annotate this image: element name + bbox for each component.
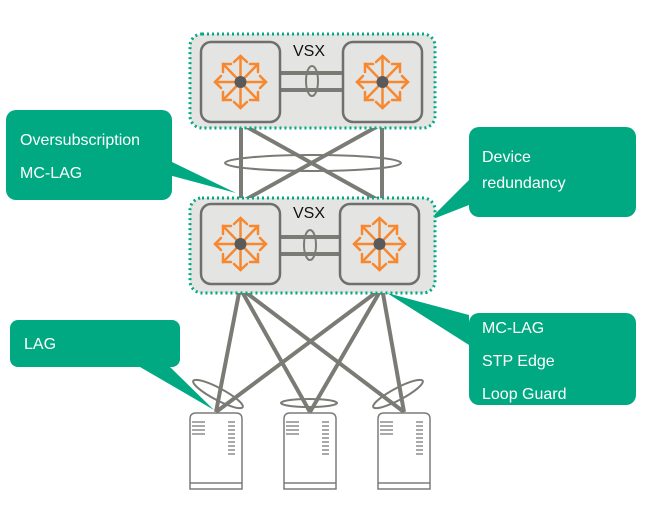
callout-line: LAG: [24, 336, 57, 353]
core-switch-left[interactable]: [199, 40, 282, 124]
server-3[interactable]: [377, 412, 431, 490]
callout-line: Oversubscription: [20, 132, 141, 149]
lag-ellipse-server-1: [192, 378, 244, 410]
isl-links-core: [280, 71, 343, 92]
callout-lag: LAG: [12, 328, 68, 361]
callout-tail-device-redundancy: [428, 180, 469, 221]
callout-tail-lag: [140, 367, 214, 410]
callout-box-device-redundancy: [469, 127, 636, 217]
lag-ellipse-server-3: [372, 378, 424, 410]
callout-box-mclag: [469, 313, 636, 405]
callout-device-redundancy: Device redundancy: [470, 145, 578, 197]
isl-ellipse-core: [305, 65, 319, 97]
callout-box-lag: [10, 320, 180, 367]
server-1[interactable]: [189, 412, 243, 490]
core-to-aggregation-links: [239, 124, 384, 202]
callout-tail-mclag: [387, 293, 469, 345]
aggregation-switch-left[interactable]: [199, 202, 282, 286]
vsx-label-core: VSX: [293, 43, 326, 60]
callout-line: STP Edge: [482, 353, 555, 370]
callout-line: MC-LAG: [20, 165, 83, 182]
callout-line: Loop Guard: [482, 386, 567, 403]
callout-line: MC-LAG: [482, 320, 545, 337]
mclag-ellipse-core: [224, 154, 402, 172]
server-2[interactable]: [283, 412, 337, 490]
callout-oversubscription: Oversubscription MC-LAG: [8, 124, 152, 190]
isl-links-aggregation: [280, 235, 340, 256]
callout-line: Device: [482, 149, 531, 166]
isl-ellipse-aggregation: [303, 229, 317, 261]
callout-box-oversubscription: [6, 110, 172, 200]
callout-line: redundancy: [482, 175, 566, 192]
vsx-label-aggregation: VSX: [293, 205, 326, 222]
callout-mclag: MC-LAG STP Edge Loop Guard: [470, 312, 579, 411]
core-switch-right[interactable]: [341, 40, 424, 124]
lag-ellipse-server-2: [280, 398, 338, 408]
aggregation-to-server-links: [214, 286, 406, 414]
aggregation-switch-right[interactable]: [338, 202, 421, 286]
